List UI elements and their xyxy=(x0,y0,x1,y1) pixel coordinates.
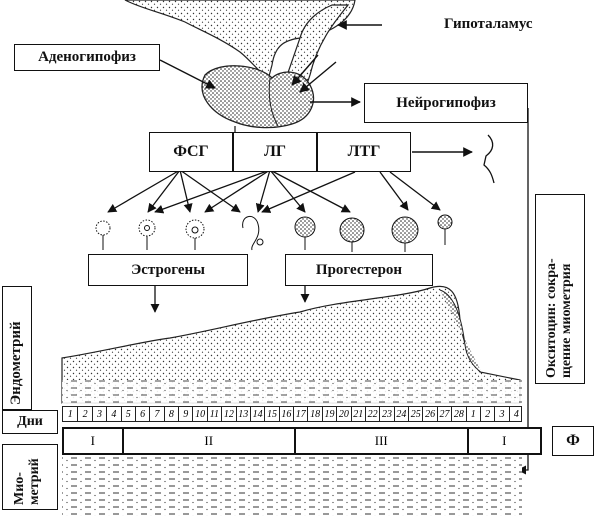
myometrium-label: Мио- метрий xyxy=(12,458,42,505)
days-box: Дни xyxy=(2,410,58,434)
oxytocin-box: Окситоцин: сокра- щение миометрия xyxy=(535,194,585,384)
day-cell: 11 xyxy=(206,407,221,421)
follicles xyxy=(95,214,453,252)
hypothalamus-label: Гипоталамус xyxy=(444,16,533,32)
estrogens-label: Эстрогены xyxy=(131,261,205,278)
day-cell: 1 xyxy=(67,408,73,420)
day-cell: 8 xyxy=(163,407,178,421)
endometrium-shape xyxy=(61,285,521,404)
day-cell: 17 xyxy=(293,407,307,421)
neurohypophysis-box: Нейрогипофиз xyxy=(364,83,528,123)
day-cell: 23 xyxy=(379,407,393,421)
day-cell: 3 xyxy=(494,407,508,421)
day-cell: 4 xyxy=(106,407,120,421)
phase-cell: I xyxy=(466,429,541,453)
day-cell: 4 xyxy=(508,407,523,421)
adenohypophysis-box: Аденогипофиз xyxy=(14,44,160,71)
day-cell: 25 xyxy=(408,407,422,421)
hormone-box-fsh: ФСГ xyxy=(149,132,233,172)
day-cell: 22 xyxy=(364,407,379,421)
day-cell: 24 xyxy=(393,407,408,421)
day-cell: 28 xyxy=(451,407,465,421)
day-cell: 19 xyxy=(321,407,336,421)
hormone-label-lh: ЛГ xyxy=(263,143,287,160)
day-cell: 2 xyxy=(77,407,91,421)
pituitary-shape xyxy=(201,65,315,129)
day-cell: 20 xyxy=(336,407,350,421)
phase-cell: III xyxy=(294,429,467,453)
progesterone-label: Прогестерон xyxy=(315,261,403,278)
neuro-stalk-shape xyxy=(281,4,350,91)
oxytocin-label: Окситоцин: сокра- щение миометрия xyxy=(544,258,574,378)
phi-label: Ф xyxy=(566,432,580,449)
estrogens-box: Эстрогены xyxy=(88,254,248,286)
days-label: Дни xyxy=(17,414,43,429)
day-cell: 26 xyxy=(422,407,436,421)
day-cell: 1 xyxy=(465,407,480,421)
day-cell: 16 xyxy=(278,407,293,421)
endometrium-label: Эндометрий xyxy=(8,321,24,405)
day-cell: 2 xyxy=(479,407,494,421)
adenohypophysis-label: Аденогипофиз xyxy=(38,49,136,65)
day-cell: 9 xyxy=(178,407,192,421)
day-cell: 14 xyxy=(249,407,264,421)
phase-cell: I xyxy=(90,433,95,448)
endometrium-box: Эндометрий xyxy=(2,286,32,410)
day-cell: 3 xyxy=(91,407,106,421)
myometrium-box: Мио- метрий xyxy=(2,444,58,510)
progesterone-box: Прогестерон xyxy=(285,254,433,286)
hook-shape xyxy=(483,134,495,184)
hormone-label-fsh: ФСГ xyxy=(173,143,209,160)
day-cell: 21 xyxy=(350,407,365,421)
day-cell: 15 xyxy=(264,407,278,421)
hormone-box-ltg: ЛТГ xyxy=(317,132,411,172)
day-cell: 13 xyxy=(235,407,250,421)
day-cell: 18 xyxy=(307,407,321,421)
phase-cell: II xyxy=(121,429,295,453)
neurohypophysis-label: Нейрогипофиз xyxy=(396,94,496,111)
hormone-label-ltg: ЛТГ xyxy=(347,143,381,160)
pituitary-divider xyxy=(268,77,279,127)
phi-box: Ф xyxy=(552,426,594,456)
day-cell: 27 xyxy=(436,407,451,421)
day-cell: 10 xyxy=(192,407,206,421)
hormone-box-lh: ЛГ xyxy=(233,132,317,172)
day-cell: 12 xyxy=(221,407,235,421)
day-cell: 6 xyxy=(134,407,149,421)
day-cell: 5 xyxy=(120,407,135,421)
day-cell: 7 xyxy=(149,407,163,421)
